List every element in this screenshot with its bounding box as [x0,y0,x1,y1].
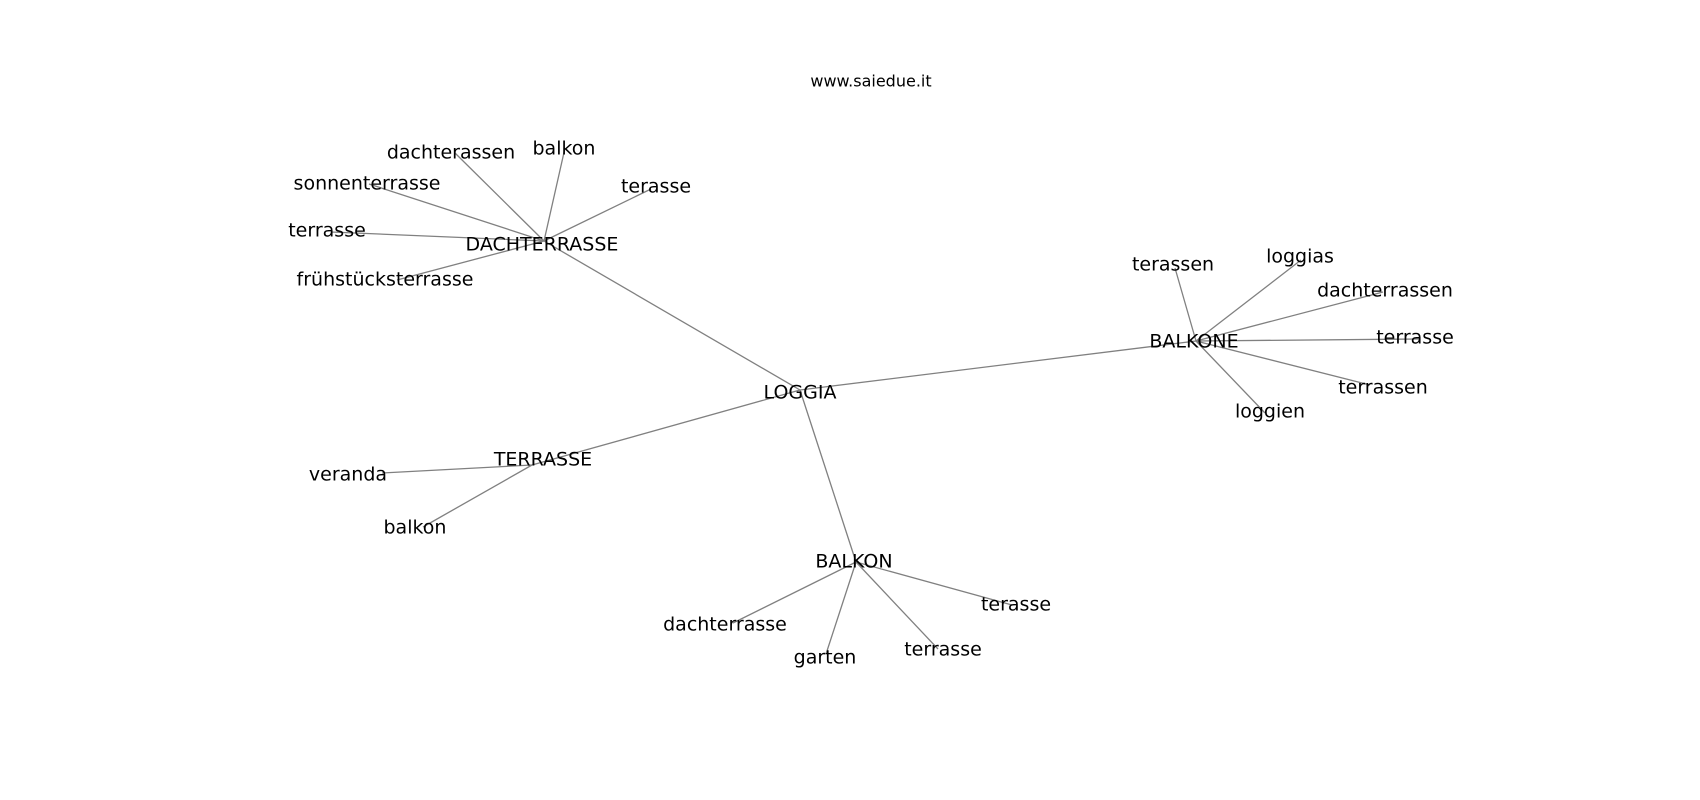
edge-balkone-to-bk-loggien [1195,340,1266,414]
node-label-t-veranda: veranda [309,464,387,486]
node-label-b-dachterrasse: dachterrasse [663,614,787,636]
node-label-b-terrasse: terrasse [904,639,982,661]
edge-loggia-to-terrasse-hub [531,389,801,466]
edge-dachterrasse-to-d-terasse [543,188,652,242]
node-label-d-balkon: balkon [533,138,596,160]
node-label-bk-dachterrassen: dachterrassen [1317,280,1453,302]
node-label-balkone: BALKONE [1149,331,1238,353]
edge-balkone-to-bk-loggias [1195,259,1302,342]
edge-loggia-to-balkone [799,340,1197,391]
node-label-b-terasse: terasse [981,594,1051,616]
edge-balkon-hub-to-b-dachterrasse [732,561,857,624]
node-label-dachterrasse: DACHTERRASSE [466,234,619,256]
edge-dachterrasse-to-d-sonnenterrasse [368,183,545,242]
node-label-t-balkon: balkon [384,517,447,539]
labels-layer: LOGGIA DACHTERRASSE BALKONE TERRASSE BALKON d… [288,138,1454,669]
edge-balkon-hub-to-b-garten [825,561,857,655]
edge-dachterrasse-to-d-fruehstueck [396,240,545,281]
edge-balkone-to-bk-terrassen [1195,340,1371,386]
node-label-bk-loggias: loggias [1266,246,1334,268]
edge-loggia-to-balkon-hub [799,389,857,563]
edge-dachterrasse-to-d-balkon [543,147,566,242]
edge-terrasse-hub-to-t-balkon [422,464,533,528]
edge-loggia-to-dachterrasse [543,240,801,391]
node-label-bk-terrasse: terrasse [1376,327,1454,349]
edge-balkone-to-bk-dachterrassen [1195,291,1384,342]
edge-balkone-to-bk-terassen [1174,267,1197,342]
site-title: www.saiedue.it [810,72,931,91]
node-label-bk-loggien: loggien [1235,401,1305,423]
node-label-b-garten: garten [794,647,857,669]
node-label-bk-terassen: terassen [1132,254,1214,276]
node-label-loggia: LOGGIA [764,382,837,404]
node-label-d-dachterassen: dachterassen [387,142,515,164]
node-label-d-fruehstueck: frühstücksterrasse [297,269,474,291]
edge-balkon-hub-to-b-terrasse [855,561,939,650]
node-label-d-sonnenterrasse: sonnenterrasse [294,173,441,195]
edge-balkon-hub-to-b-terasse [855,561,1013,606]
edge-terrasse-hub-to-t-veranda [381,464,533,474]
node-label-d-terasse: terasse [621,176,691,198]
edge-dachterrasse-to-d-dachterassen [454,152,545,242]
edge-balkone-to-bk-terrasse [1195,338,1421,342]
edges-layer [330,147,1421,655]
node-label-balkon-hub: BALKON [815,551,892,573]
edge-dachterrasse-to-d-terrasse [330,231,545,242]
node-label-d-terrasse: terrasse [288,220,366,242]
node-label-terrasse-hub: TERRASSE [493,449,592,471]
node-label-bk-terrassen: terrassen [1338,377,1428,399]
